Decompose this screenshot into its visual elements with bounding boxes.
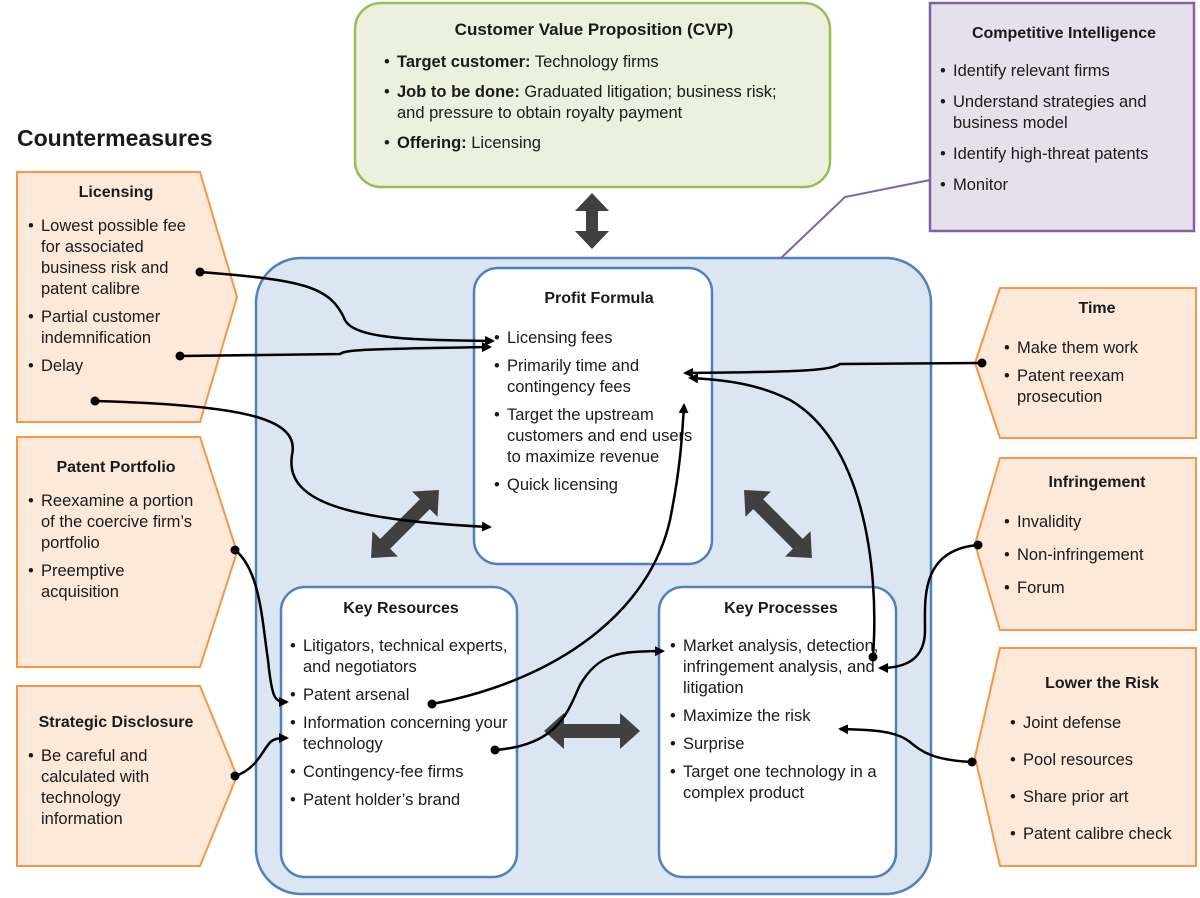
infringement-item: Forum: [1004, 578, 1190, 599]
resources-item: Patent arsenal: [290, 685, 512, 706]
ci-item: Understand strategies and business model: [940, 92, 1188, 134]
key-processes-content: Key Processes Market analysis, detection…: [670, 600, 892, 811]
infringement-list: Invalidity Non-infringement Forum: [1004, 512, 1190, 599]
key-processes-title: Key Processes: [724, 600, 838, 617]
infringement-item: Invalidity: [1004, 512, 1190, 533]
time-title: Time: [1078, 300, 1116, 317]
time-item: Make them work: [1004, 338, 1190, 359]
strategic-disclosure-list: Be careful and calculated with technolog…: [28, 746, 204, 830]
patent-portfolio-title: Patent Portfolio: [56, 459, 176, 476]
competitive-intelligence-list: Identify relevant firms Understand strat…: [940, 61, 1188, 196]
countermeasures-heading: Countermeasures: [17, 125, 213, 151]
ci-item: Identify relevant firms: [940, 61, 1188, 82]
licensing-item: Lowest possible fee for associated busin…: [28, 216, 204, 300]
resources-item: Information concerning your technology: [290, 713, 512, 755]
processes-item: Maximize the risk: [670, 706, 892, 727]
portfolio-item: Preemptive acquisition: [28, 561, 204, 603]
portfolio-item: Reexamine a portion of the coercive firm…: [28, 491, 204, 554]
infringement-title: Infringement: [1048, 474, 1146, 491]
cvp-list: Target customer: Technology firms Job to…: [384, 52, 804, 154]
resources-item: Contingency-fee firms: [290, 762, 512, 783]
cvp-model-double-arrow: [575, 193, 609, 249]
cvp-item: Offering: Licensing: [384, 133, 804, 154]
time-content: Time Make them work Patent reexam prosec…: [1004, 300, 1190, 415]
ci-connector-line: [780, 179, 931, 259]
licensing-content: Licensing Lowest possible fee for associ…: [28, 184, 204, 384]
risk-item: Patent calibre check: [1010, 824, 1194, 845]
risk-item: Pool resources: [1010, 750, 1194, 771]
ci-item: Monitor: [940, 175, 1188, 196]
profit-item: Quick licensing: [494, 475, 704, 496]
infringement-item: Non-infringement: [1004, 545, 1190, 566]
cvp-content: Customer Value Proposition (CVP) Target …: [384, 20, 804, 163]
processes-item: Target one technology in a complex produ…: [670, 762, 892, 804]
patent-portfolio-list: Reexamine a portion of the coercive firm…: [28, 491, 204, 603]
licensing-item: Delay: [28, 356, 204, 377]
time-list: Make them work Patent reexam prosecution: [1004, 338, 1190, 408]
profit-formula-title: Profit Formula: [544, 290, 654, 307]
key-resources-title: Key Resources: [343, 600, 459, 617]
disclosure-item: Be careful and calculated with technolog…: [28, 746, 204, 830]
key-resources-content: Key Resources Litigators, technical expe…: [290, 600, 512, 818]
competitive-intelligence-title: Competitive Intelligence: [971, 25, 1157, 42]
profit-formula-content: Profit Formula Licensing fees Primarily …: [494, 290, 704, 503]
competitive-intelligence-content: Competitive Intelligence Identify releva…: [940, 25, 1188, 206]
processes-item: Surprise: [670, 734, 892, 755]
cvp-title: Customer Value Proposition (CVP): [454, 20, 734, 39]
profit-item: Target the upstream customers and end us…: [494, 405, 704, 468]
licensing-title: Licensing: [78, 184, 154, 201]
resources-item: Patent holder’s brand: [290, 790, 512, 811]
licensing-item: Partial customer indemnification: [28, 307, 204, 349]
infringement-content: Infringement Invalidity Non-infringement…: [1004, 474, 1190, 611]
profit-formula-list: Licensing fees Primarily time and contin…: [494, 328, 704, 496]
risk-item: Share prior art: [1010, 787, 1194, 808]
processes-item: Market analysis, detection, infringement…: [670, 636, 892, 699]
lower-risk-list: Joint defense Pool resources Share prior…: [1010, 713, 1194, 845]
patent-portfolio-content: Patent Portfolio Reexamine a portion of …: [28, 459, 204, 610]
lower-risk-content: Lower the Risk Joint defense Pool resour…: [1010, 675, 1194, 861]
profit-item: Primarily time and contingency fees: [494, 356, 704, 398]
cvp-item: Target customer: Technology firms: [384, 52, 804, 73]
risk-item: Joint defense: [1010, 713, 1194, 734]
key-resources-list: Litigators, technical experts, and negot…: [290, 636, 512, 811]
strategic-disclosure-title: Strategic Disclosure: [38, 714, 194, 731]
time-item: Patent reexam prosecution: [1004, 366, 1190, 408]
strategic-disclosure-content: Strategic Disclosure Be careful and calc…: [28, 714, 204, 837]
key-processes-list: Market analysis, detection, infringement…: [670, 636, 892, 804]
licensing-list: Lowest possible fee for associated busin…: [28, 216, 204, 377]
profit-item: Licensing fees: [494, 328, 704, 349]
ci-item: Identify high-threat patents: [940, 144, 1188, 165]
lower-risk-title: Lower the Risk: [1045, 675, 1159, 692]
resources-item: Litigators, technical experts, and negot…: [290, 636, 512, 678]
cvp-item: Job to be done: Graduated litigation; bu…: [384, 82, 804, 124]
